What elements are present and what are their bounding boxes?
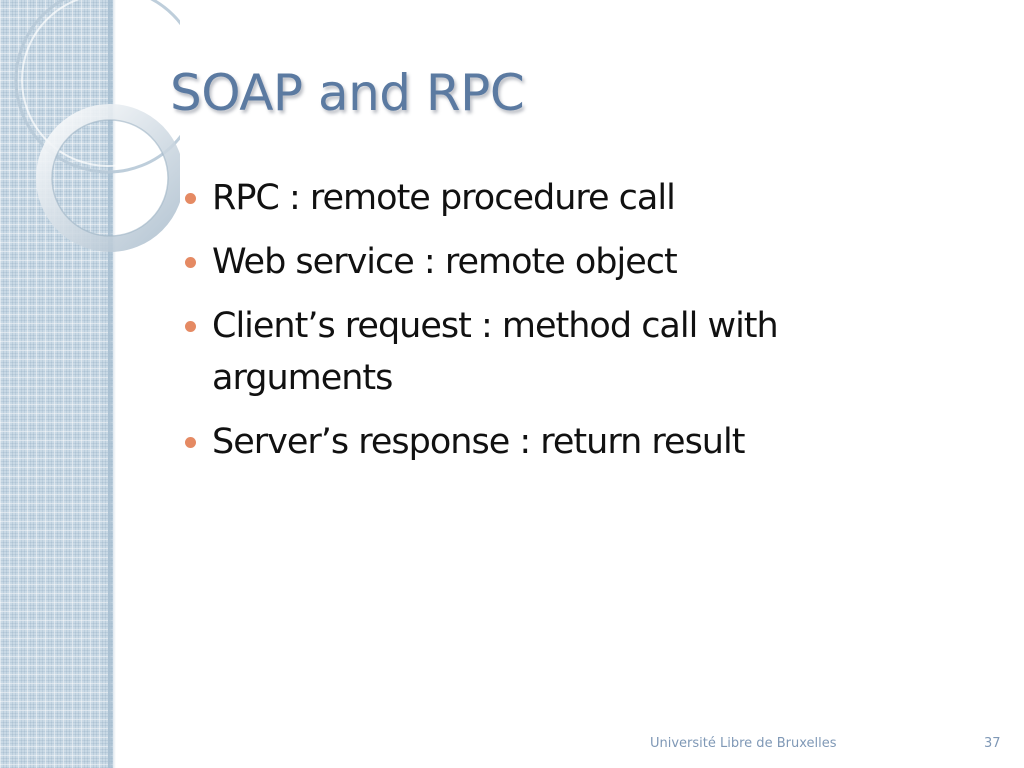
bullet-dot-icon [185,257,196,268]
bullet-item: Web service : remote object [185,236,905,288]
bullet-item: Client’s request : method call with argu… [185,300,905,404]
slide-title: SOAP and RPC [170,64,525,122]
decorative-rings [14,0,180,252]
side-panel-edge [108,0,116,768]
bullet-text: Server’s response : return result [212,422,745,462]
bullet-dot-icon [185,321,196,332]
bullet-dot-icon [185,193,196,204]
bullet-text: Client’s request : method call with argu… [212,306,779,398]
bullet-list: RPC : remote procedure call Web service … [185,172,905,480]
bullet-item: RPC : remote procedure call [185,172,905,224]
bullet-dot-icon [185,437,196,448]
bullet-item: Server’s response : return result [185,416,905,468]
bullet-text: RPC : remote procedure call [212,178,676,218]
footer-institution: Université Libre de Bruxelles [650,736,837,751]
page-number: 37 [984,736,1001,751]
bullet-text: Web service : remote object [212,242,678,282]
